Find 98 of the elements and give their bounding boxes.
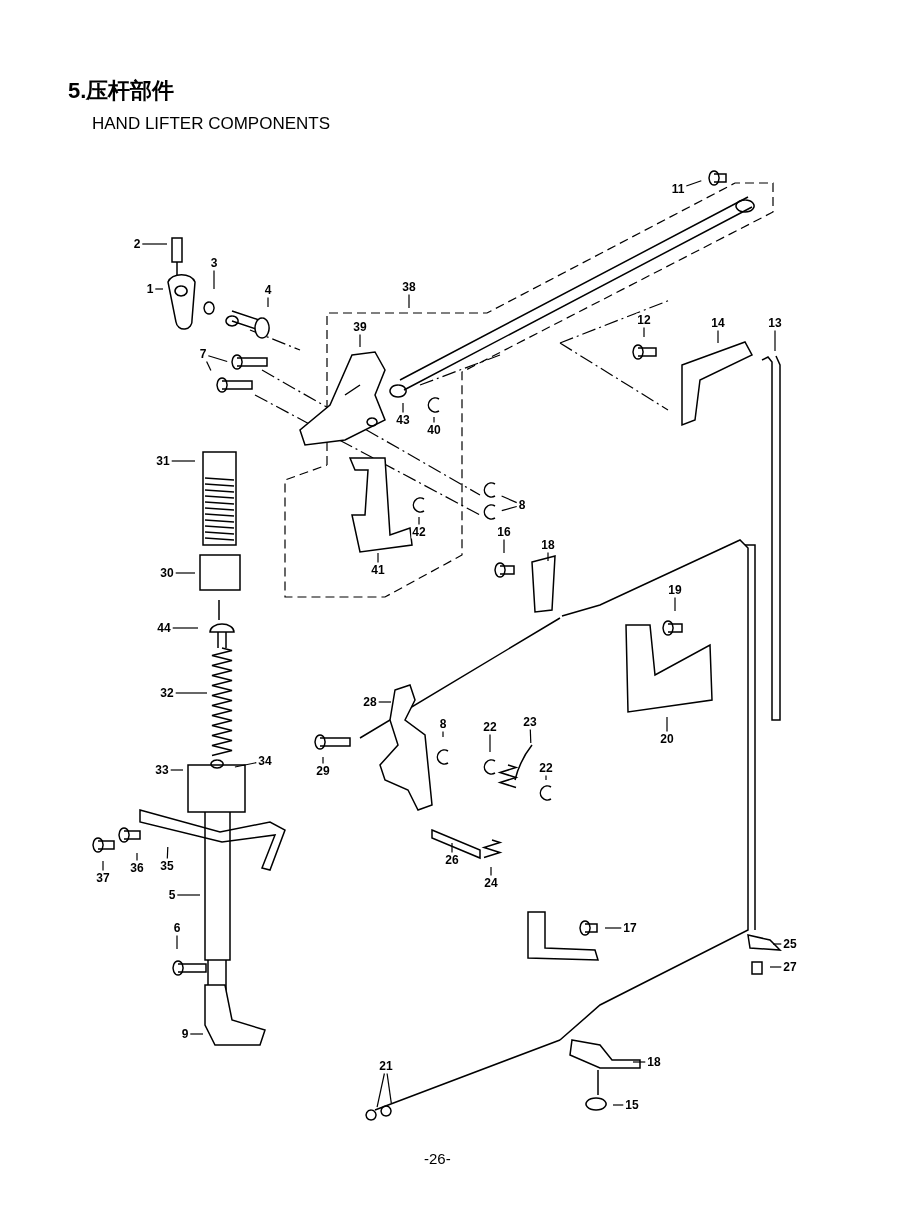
leader-line bbox=[378, 701, 392, 703]
callout-number: 7 bbox=[198, 347, 208, 361]
leader-line bbox=[717, 329, 719, 344]
leader-line bbox=[234, 762, 257, 768]
leader-line bbox=[166, 846, 169, 860]
leader-line bbox=[612, 1104, 624, 1106]
leader-line bbox=[774, 329, 776, 352]
leader-line bbox=[359, 333, 361, 348]
callout-number: 2 bbox=[132, 237, 142, 251]
callout-number: 24 bbox=[483, 876, 499, 890]
callout-number: 30 bbox=[159, 566, 175, 580]
callout-number: 43 bbox=[395, 413, 411, 427]
callout-number: 5 bbox=[167, 888, 177, 902]
callout-number: 22 bbox=[538, 761, 554, 775]
callout-number: 19 bbox=[667, 583, 683, 597]
callout-number: 20 bbox=[659, 732, 675, 746]
leader-line bbox=[171, 460, 196, 462]
leader-line bbox=[632, 1061, 646, 1063]
leader-line bbox=[674, 596, 676, 612]
callout-number: 39 bbox=[352, 320, 368, 334]
leader-line bbox=[386, 1072, 392, 1104]
leader-line bbox=[213, 269, 215, 290]
leader-line bbox=[451, 842, 453, 854]
callout-number: 17 bbox=[622, 921, 638, 935]
leader-line bbox=[206, 360, 212, 372]
leader-line bbox=[207, 355, 228, 363]
leader-line bbox=[433, 416, 435, 424]
leader-line bbox=[141, 243, 168, 245]
callout-number: 22 bbox=[482, 720, 498, 734]
leader-line bbox=[490, 866, 492, 877]
callout-number: 36 bbox=[129, 861, 145, 875]
leader-line bbox=[175, 692, 208, 694]
callout-number: 26 bbox=[444, 853, 460, 867]
leader-line bbox=[501, 495, 518, 504]
leader-line bbox=[643, 326, 645, 338]
callout-number: 31 bbox=[155, 454, 171, 468]
callout-number: 18 bbox=[540, 538, 556, 552]
callout-number: 14 bbox=[710, 316, 726, 330]
leader-line bbox=[377, 552, 379, 564]
callout-number: 1 bbox=[145, 282, 155, 296]
leader-line bbox=[418, 516, 420, 526]
leader-line bbox=[501, 505, 518, 512]
leader-line bbox=[772, 943, 782, 945]
callout-number: 41 bbox=[370, 563, 386, 577]
callout-number: 4 bbox=[263, 283, 273, 297]
callout-number: 9 bbox=[180, 1027, 190, 1041]
leader-line bbox=[402, 402, 404, 414]
callout-number: 12 bbox=[636, 313, 652, 327]
callout-number: 13 bbox=[767, 316, 783, 330]
callout-number: 18 bbox=[646, 1055, 662, 1069]
callout-number: 33 bbox=[154, 763, 170, 777]
callout-number: 11 bbox=[670, 182, 686, 196]
leader-line bbox=[267, 296, 269, 308]
leader-line bbox=[547, 551, 549, 562]
leader-line bbox=[604, 927, 622, 929]
leader-line bbox=[189, 1033, 204, 1035]
callout-number: 8 bbox=[517, 498, 527, 512]
page-number: -26- bbox=[424, 1150, 451, 1167]
leader-line bbox=[170, 769, 184, 771]
callout-number: 38 bbox=[401, 280, 417, 294]
callout-number: 37 bbox=[95, 871, 111, 885]
callout-number: 3 bbox=[209, 256, 219, 270]
leader-line bbox=[176, 934, 178, 950]
leader-line bbox=[685, 180, 702, 187]
leader-line bbox=[136, 852, 138, 862]
leader-line bbox=[503, 538, 505, 554]
callout-number: 34 bbox=[257, 754, 273, 768]
leader-line bbox=[442, 730, 444, 738]
leader-line bbox=[489, 733, 491, 753]
callout-number: 6 bbox=[172, 921, 182, 935]
leader-line bbox=[175, 572, 196, 574]
callout-number: 32 bbox=[159, 686, 175, 700]
callout-number: 15 bbox=[624, 1098, 640, 1112]
leader-line bbox=[154, 288, 164, 290]
section-subtitle: HAND LIFTER COMPONENTS bbox=[92, 114, 331, 134]
leader-line bbox=[176, 894, 201, 896]
callout-number: 42 bbox=[411, 525, 427, 539]
leader-line bbox=[102, 860, 104, 872]
callout-number: 23 bbox=[522, 715, 538, 729]
leader-line bbox=[322, 756, 324, 765]
callout-number: 27 bbox=[782, 960, 798, 974]
callout-number: 40 bbox=[426, 423, 442, 437]
leader-line bbox=[545, 774, 547, 781]
leader-line bbox=[408, 293, 410, 309]
callout-number: 28 bbox=[362, 695, 378, 709]
callout-number: 35 bbox=[159, 859, 175, 873]
leader-line bbox=[529, 728, 532, 744]
callout-number: 44 bbox=[156, 621, 172, 635]
leader-line bbox=[172, 627, 199, 629]
callout-number: 16 bbox=[496, 525, 512, 539]
callout-number: 21 bbox=[378, 1059, 394, 1073]
callout-number: 8 bbox=[438, 717, 448, 731]
page-title: 5.压杆部件 bbox=[68, 77, 175, 105]
callout-number: 29 bbox=[315, 764, 331, 778]
leader-line bbox=[376, 1072, 385, 1108]
callout-number: 25 bbox=[782, 937, 798, 951]
leader-line bbox=[769, 966, 782, 968]
leader-line bbox=[666, 716, 668, 733]
